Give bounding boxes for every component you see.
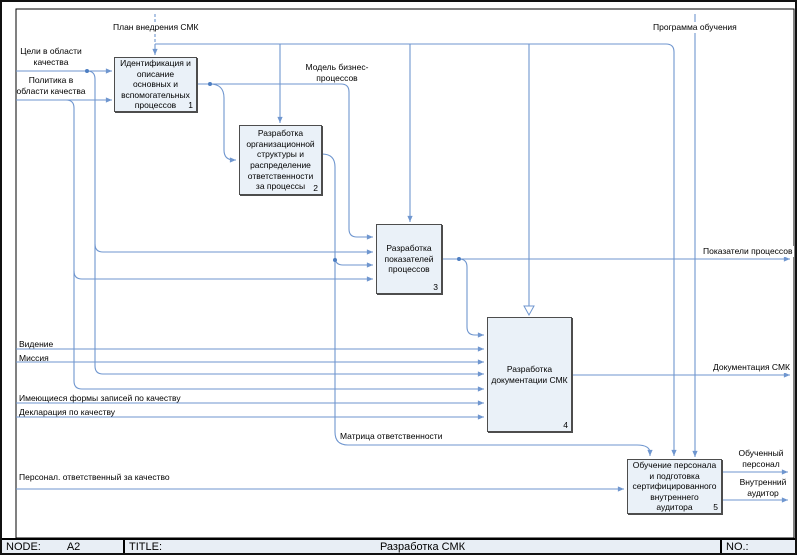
label-declaration: Декларация по качеству xyxy=(19,407,116,417)
label-vision: Видение xyxy=(19,339,54,349)
number-cell: NO.: xyxy=(722,540,795,553)
title-value: Разработка СМК xyxy=(379,540,466,553)
label-matrix: Матрица ответственности xyxy=(339,431,444,443)
fork-dot xyxy=(85,69,89,73)
label-personnel: Персонал. ответственный за качество xyxy=(19,472,170,482)
arrow-policy-box4 xyxy=(65,99,484,392)
label-mission: Миссия xyxy=(19,353,49,363)
arrow-matrix-to-box3 xyxy=(334,256,373,268)
arrow-goals-box3 xyxy=(94,243,373,255)
arrow-model-to-box2 xyxy=(209,83,236,163)
activity-box-3: Разработка показателей процессов 3 xyxy=(376,224,442,294)
activity-box-5: Обучение персонала и подготовка сертифиц… xyxy=(627,459,722,514)
activity-box-4-label: Разработка документации СМК xyxy=(491,363,568,385)
arrow-model-to-box3 xyxy=(197,83,373,240)
activity-box-1: Идентификация и описание основных и вспо… xyxy=(114,57,197,112)
title-cell: TITLE: Разработка СМК xyxy=(125,540,722,553)
label-forms: Имеющиеся формы записей по качеству xyxy=(19,393,181,403)
label-trained: Обученный персонал xyxy=(738,448,784,470)
activity-box-2-label: Разработка организационной структуры и р… xyxy=(246,128,315,192)
label-auditor: Внутренний аудитор xyxy=(739,477,787,499)
label-plan: План внедрения СМК xyxy=(112,22,200,34)
label-indicators: Показатели процессов xyxy=(702,246,794,258)
label-goals: Цели в области качества xyxy=(20,46,82,68)
fork-dot xyxy=(457,257,461,261)
activity-box-2: Разработка организационной структуры и р… xyxy=(239,125,322,195)
activity-box-5-number: 5 xyxy=(713,502,718,513)
activity-box-2-number: 2 xyxy=(313,183,318,194)
arrow-matrix-to-box5 xyxy=(321,153,653,456)
activity-box-3-number: 3 xyxy=(433,282,438,293)
arrow-plan-main xyxy=(155,43,677,456)
no-label: NO.: xyxy=(726,540,749,553)
node-value: A2 xyxy=(66,540,81,553)
node-label: NODE: xyxy=(6,540,41,553)
activity-box-1-number: 1 xyxy=(188,100,193,111)
label-policy: Политика в области качества xyxy=(16,75,86,97)
title-bar: NODE: A2 TITLE: Разработка СМК NO.: xyxy=(2,538,795,553)
node-cell: NODE: A2 xyxy=(2,540,125,553)
arrow-goals-box4 xyxy=(86,70,484,377)
label-model: Модель бизнес-процессов xyxy=(305,62,369,84)
arrow-policy-box3 xyxy=(73,270,373,282)
activity-box-1-label: Идентификация и описание основных и вспо… xyxy=(120,57,191,111)
label-documentation: Документация СМК xyxy=(712,362,791,374)
fork-dot xyxy=(208,82,212,86)
fork-dot xyxy=(333,258,337,262)
label-program: Программа обучения xyxy=(652,22,738,34)
activity-box-4-number: 4 xyxy=(563,420,568,431)
hollow-arrowhead-box4 xyxy=(523,305,535,317)
activity-box-5-label: Обучение персонала и подготовка сертифиц… xyxy=(632,459,717,513)
title-label: TITLE: xyxy=(129,540,163,553)
activity-box-3-label: Разработка показателей процессов xyxy=(384,243,434,275)
arrow-indicators-to-box4 xyxy=(458,258,484,338)
activity-box-4: Разработка документации СМК 4 xyxy=(487,317,572,432)
